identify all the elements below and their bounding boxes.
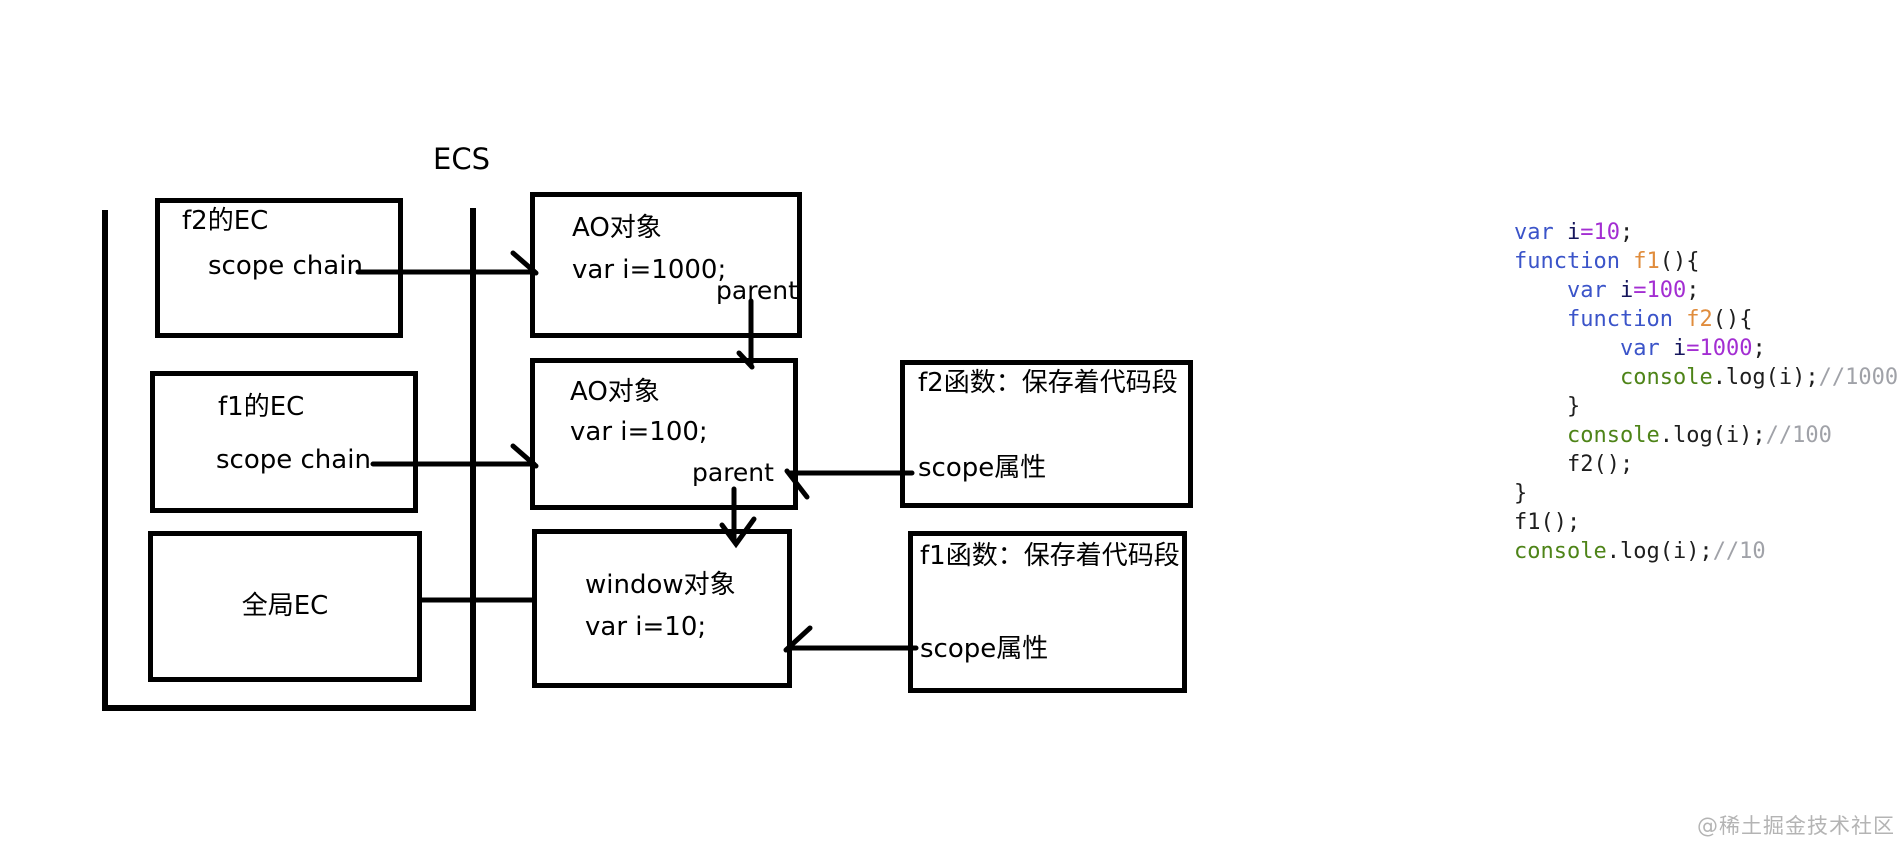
- f1-function-box: f1函数：保存着代码段 scope属性: [908, 531, 1187, 693]
- f2-function-box: f2函数：保存着代码段 scope属性: [900, 360, 1193, 508]
- code-line: function f1(){: [1514, 249, 1700, 274]
- f1-scope-property-arrow: [783, 625, 919, 653]
- ao2-box: AO对象 var i=100;: [530, 358, 798, 510]
- code-line: console.log(i);//1000: [1619, 365, 1899, 390]
- f1-scope-property-label: scope属性: [920, 634, 1049, 664]
- f2-ec-box: f2的EC scope chain: [155, 198, 403, 338]
- parent-label-1: parent: [716, 276, 798, 305]
- code-line: var i=10;: [1514, 220, 1634, 245]
- ao1-var-label: var i=1000;: [572, 255, 727, 285]
- code-line: console.log(i);//10: [1514, 539, 1766, 564]
- code-line: function f2(){: [1566, 307, 1753, 332]
- code-line: var i=100;: [1566, 278, 1700, 303]
- f2-ec-title: f2的EC: [182, 206, 269, 236]
- parent-label-2: parent: [692, 458, 774, 487]
- f1-function-title: f1函数：保存着代码段: [920, 541, 1180, 571]
- f2-scope-property-arrow: [784, 468, 915, 500]
- global-ec-title: 全局EC: [241, 590, 329, 621]
- window-object-title: window对象: [585, 570, 736, 600]
- f2-scope-chain-label: scope chain: [208, 251, 363, 281]
- code-line: console.log(i);//100: [1566, 423, 1832, 448]
- ao2-var-label: var i=100;: [570, 417, 708, 447]
- ecs-label: ECS: [433, 142, 490, 176]
- global-ec-box: 全局EC: [148, 531, 422, 682]
- code-block: var i=10; function f1(){ var i=100; funct…: [1514, 218, 1898, 566]
- f1-scope-chain-label: scope chain: [216, 445, 371, 475]
- code-line: f2();: [1566, 452, 1634, 477]
- ao1-title: AO对象: [572, 213, 662, 243]
- window-object-box: window对象 var i=10;: [532, 529, 792, 688]
- f1-ec-box: f1的EC scope chain: [150, 371, 418, 513]
- watermark: @稀土掘金技术社区: [1697, 814, 1895, 838]
- code-line: }: [1514, 394, 1581, 419]
- code-line: f1();: [1514, 510, 1581, 535]
- code-line: }: [1514, 481, 1528, 506]
- ao2-title: AO对象: [570, 377, 660, 407]
- f2-scope-property-label: scope属性: [918, 453, 1047, 483]
- code-line: var i=1000;: [1619, 336, 1766, 361]
- f1-ec-title: f1的EC: [218, 392, 305, 422]
- ao1-box: AO对象 var i=1000;: [530, 192, 802, 338]
- f2-function-title: f2函数：保存着代码段: [918, 368, 1178, 398]
- window-var-label: var i=10;: [585, 612, 707, 642]
